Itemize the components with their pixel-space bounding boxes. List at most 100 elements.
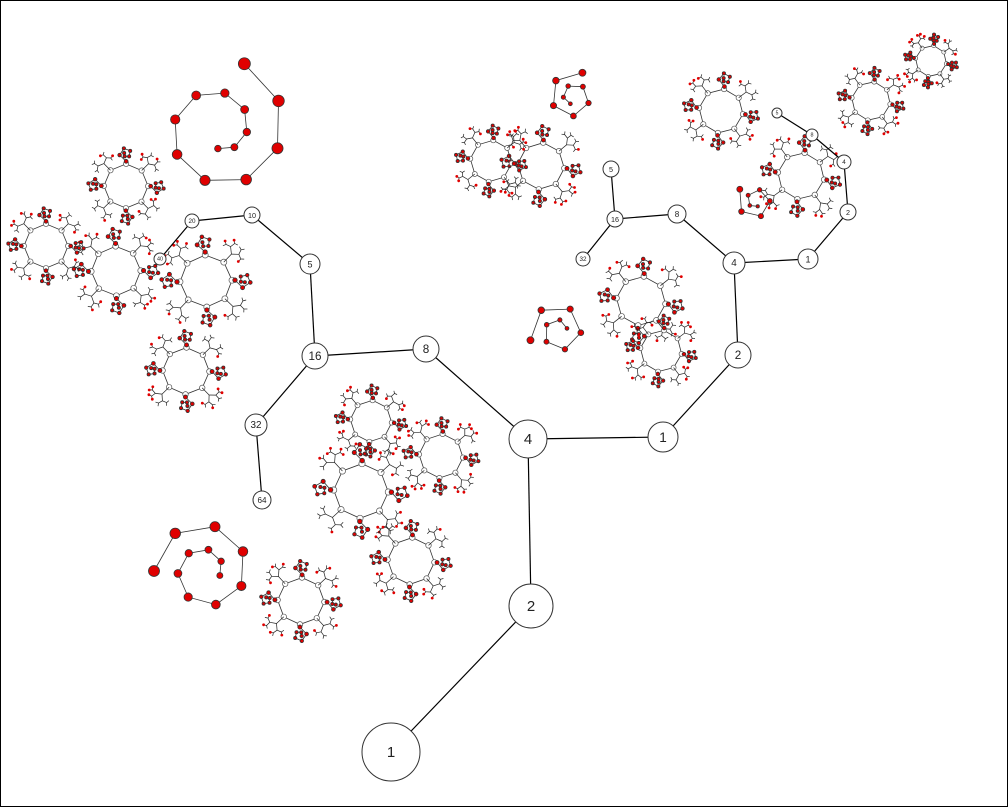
highlight-node xyxy=(829,185,835,191)
branch-edge xyxy=(94,199,98,202)
highlight-node xyxy=(755,116,760,121)
highlight-node xyxy=(439,420,444,425)
highlight-dot xyxy=(342,429,345,433)
highlight-node xyxy=(304,561,309,566)
branch-edge xyxy=(650,320,653,324)
highlight-node xyxy=(906,53,911,58)
branch-edge xyxy=(906,72,909,75)
branch-edge xyxy=(395,473,400,476)
branch-edge xyxy=(331,524,336,529)
highlight-node xyxy=(111,232,116,237)
highlight-node xyxy=(204,307,210,313)
highlight-node xyxy=(351,450,357,456)
branch-edge xyxy=(201,387,210,396)
branch-edge xyxy=(82,289,86,295)
highlight-dot xyxy=(679,275,683,278)
node-label: 2 xyxy=(527,598,535,615)
highlight-node xyxy=(761,172,766,177)
branch-edge xyxy=(224,298,234,307)
highlight-node xyxy=(194,242,200,248)
highlight-node xyxy=(870,126,875,131)
branch-edge xyxy=(103,201,111,209)
highlight-node xyxy=(299,638,304,644)
highlight-node xyxy=(169,283,174,288)
branch-edge xyxy=(276,623,278,631)
highlight-node xyxy=(647,260,652,265)
branch-edge xyxy=(373,582,377,584)
branch-edge xyxy=(515,177,519,179)
branch-edge xyxy=(669,328,673,334)
highlight-node xyxy=(122,154,127,159)
branch-edge xyxy=(348,440,351,447)
highlight-node xyxy=(829,180,834,185)
branch-edge xyxy=(414,431,421,434)
branch-edge xyxy=(91,288,100,297)
highlight-node xyxy=(237,546,249,557)
branch-edge xyxy=(382,450,386,452)
node-circle xyxy=(771,107,783,119)
highlight-dot xyxy=(903,72,906,76)
branch-edge xyxy=(399,461,401,466)
highlight-dot xyxy=(748,137,752,141)
branch-edge xyxy=(390,442,397,444)
highlight-dot xyxy=(422,587,426,591)
branch-edge xyxy=(407,478,410,482)
highlight-node xyxy=(894,109,899,114)
branch-edge xyxy=(455,472,462,481)
highlight-dot xyxy=(506,133,509,137)
node-circle xyxy=(153,252,167,266)
highlight-node xyxy=(951,64,956,69)
highlight-node xyxy=(738,208,745,215)
highlight-node xyxy=(561,346,569,353)
branch-edge xyxy=(346,448,349,452)
highlight-node xyxy=(127,154,132,159)
ring-edge xyxy=(915,45,947,77)
branch-edge xyxy=(140,302,145,306)
highlight-node xyxy=(900,100,905,105)
highlight-node xyxy=(388,489,395,495)
highlight-dot xyxy=(457,427,460,431)
branch-edge xyxy=(387,518,396,520)
branch-edge xyxy=(147,289,151,295)
branch-edge xyxy=(613,316,622,324)
branch-edge xyxy=(555,197,561,200)
branch-edge xyxy=(167,254,173,259)
branch-edge xyxy=(180,246,186,249)
branch-edge xyxy=(332,626,334,630)
highlight-node xyxy=(180,400,185,405)
branch-edge xyxy=(344,447,348,449)
highlight-dot xyxy=(391,452,395,456)
highlight-node xyxy=(201,313,206,318)
highlight-node xyxy=(672,309,677,315)
branch-edge xyxy=(888,75,891,79)
node-label: 16 xyxy=(308,350,321,363)
highlight-node xyxy=(113,296,119,302)
branch-edge xyxy=(609,274,613,279)
branch-edge xyxy=(564,134,568,139)
branch-edge xyxy=(157,403,159,407)
highlight-dot xyxy=(149,299,153,303)
highlight-node xyxy=(68,243,73,249)
branch-edge xyxy=(411,436,414,439)
branch-edge xyxy=(466,137,473,140)
highlight-dot xyxy=(843,125,847,129)
branch-edge xyxy=(153,205,158,209)
highlight-node xyxy=(200,240,205,245)
highlight-node xyxy=(201,244,206,249)
highlight-node xyxy=(403,525,409,531)
branch-edge xyxy=(416,470,425,477)
branch-edge xyxy=(692,85,696,90)
highlight-dot xyxy=(631,376,634,380)
highlight-node xyxy=(606,293,611,298)
branch-edge xyxy=(148,294,152,299)
highlight-node xyxy=(371,561,376,566)
highlight-dot xyxy=(83,285,87,289)
highlight-dot xyxy=(402,404,406,408)
branch-edge xyxy=(948,81,951,84)
branch-edge xyxy=(773,202,777,206)
highlight-dot xyxy=(455,175,459,178)
highlight-node xyxy=(238,274,243,279)
highlight-node xyxy=(126,221,131,226)
highlight-node xyxy=(433,483,438,488)
branch-edge xyxy=(94,170,98,173)
